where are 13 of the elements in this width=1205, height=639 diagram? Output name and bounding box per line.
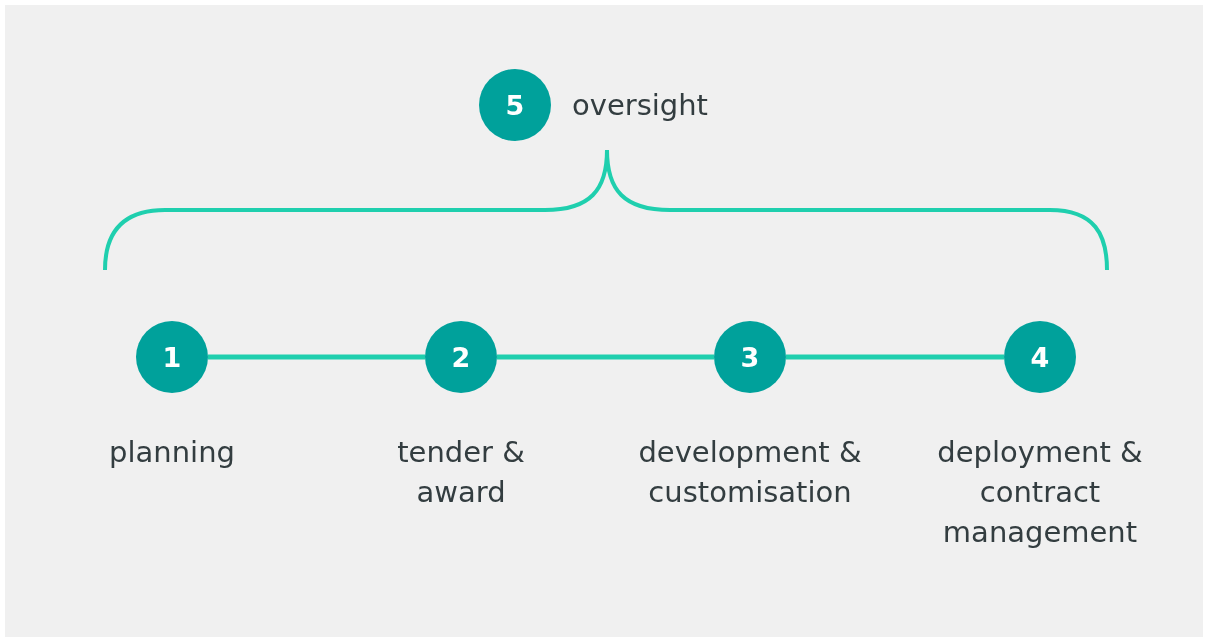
connector-line: [208, 354, 425, 360]
step-number: 4: [1030, 341, 1050, 373]
step-number: 3: [740, 341, 760, 373]
step-number: 1: [162, 341, 182, 373]
step-label: deployment & contract management: [936, 434, 1144, 551]
connector-line: [497, 354, 714, 360]
step-label: tender & award: [396, 434, 526, 511]
step-number: 2: [451, 341, 471, 373]
step-label: development & customisation: [637, 434, 863, 511]
step-number: 5: [505, 89, 525, 121]
step-label: oversight: [572, 87, 709, 124]
step-label: planning: [108, 434, 236, 471]
connector-line: [786, 354, 1004, 360]
